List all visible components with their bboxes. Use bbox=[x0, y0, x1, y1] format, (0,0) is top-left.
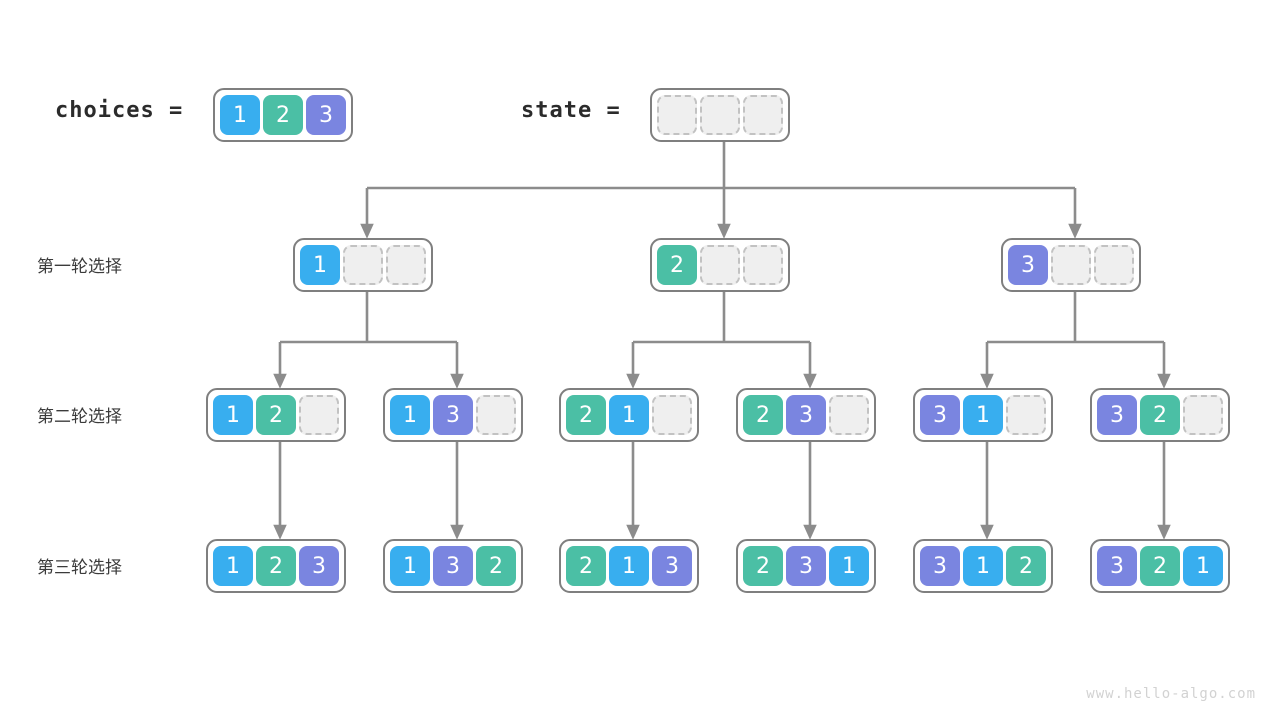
state-cell-2-empty bbox=[700, 95, 740, 135]
level2-node-4-cell-1-value-2: 2 bbox=[743, 395, 783, 435]
row-label-round-3: 第三轮选择 bbox=[37, 558, 122, 578]
level1-node-1-cell-1-value-1: 1 bbox=[300, 245, 340, 285]
choices-cell-3-value-3: 3 bbox=[306, 95, 346, 135]
level1-node-3-cell-2-empty bbox=[1051, 245, 1091, 285]
state-cell-3-empty bbox=[743, 95, 783, 135]
row-label-round-2: 第二轮选择 bbox=[37, 407, 122, 427]
level3-node-5-cell-1-value-3: 3 bbox=[920, 546, 960, 586]
state-label: state = bbox=[521, 98, 621, 123]
level2-node-4-cell-2-value-3: 3 bbox=[786, 395, 826, 435]
level3-node-6-cell-2-value-2: 2 bbox=[1140, 546, 1180, 586]
level3-node-3-cell-2-value-1: 1 bbox=[609, 546, 649, 586]
level2-node-6-cell-3-empty bbox=[1183, 395, 1223, 435]
choices-cell-1-value-1: 1 bbox=[220, 95, 260, 135]
level1-node-3-cell-1-value-3: 3 bbox=[1008, 245, 1048, 285]
level3-node-4-cell-1-value-2: 2 bbox=[743, 546, 783, 586]
level1-node-3: 3 bbox=[1001, 238, 1141, 292]
level2-node-5-cell-1-value-3: 3 bbox=[920, 395, 960, 435]
choices-cell-2-value-2: 2 bbox=[263, 95, 303, 135]
level2-node-3-cell-3-empty bbox=[652, 395, 692, 435]
level2-node-2-cell-3-empty bbox=[476, 395, 516, 435]
level3-node-4-cell-2-value-3: 3 bbox=[786, 546, 826, 586]
level2-node-4-cell-3-empty bbox=[829, 395, 869, 435]
level1-node-1: 1 bbox=[293, 238, 433, 292]
level3-node-1-cell-3-value-3: 3 bbox=[299, 546, 339, 586]
watermark: www.hello-algo.com bbox=[1086, 686, 1256, 702]
level3-node-5-cell-2-value-1: 1 bbox=[963, 546, 1003, 586]
level2-node-5-cell-2-value-1: 1 bbox=[963, 395, 1003, 435]
level2-node-6-cell-1-value-3: 3 bbox=[1097, 395, 1137, 435]
level1-node-2: 2 bbox=[650, 238, 790, 292]
level2-node-2-cell-1-value-1: 1 bbox=[390, 395, 430, 435]
level2-node-6-cell-2-value-2: 2 bbox=[1140, 395, 1180, 435]
level3-node-2-cell-2-value-3: 3 bbox=[433, 546, 473, 586]
level2-node-1-cell-3-empty bbox=[299, 395, 339, 435]
level3-node-6-cell-1-value-3: 3 bbox=[1097, 546, 1137, 586]
level1-node-1-cell-2-empty bbox=[343, 245, 383, 285]
level2-node-3-cell-2-value-1: 1 bbox=[609, 395, 649, 435]
level2-node-3-cell-1-value-2: 2 bbox=[566, 395, 606, 435]
level1-node-2-cell-1-value-2: 2 bbox=[657, 245, 697, 285]
level3-node-2-cell-1-value-1: 1 bbox=[390, 546, 430, 586]
state-cell-1-empty bbox=[657, 95, 697, 135]
level3-node-5-cell-3-value-2: 2 bbox=[1006, 546, 1046, 586]
level3-node-3-cell-3-value-3: 3 bbox=[652, 546, 692, 586]
level1-node-3-cell-3-empty bbox=[1094, 245, 1134, 285]
level2-node-5-cell-3-empty bbox=[1006, 395, 1046, 435]
state-array bbox=[650, 88, 790, 142]
level1-node-2-cell-3-empty bbox=[743, 245, 783, 285]
row-label-round-1: 第一轮选择 bbox=[37, 257, 122, 277]
level2-node-2-cell-2-value-3: 3 bbox=[433, 395, 473, 435]
level2-node-1-cell-1-value-1: 1 bbox=[213, 395, 253, 435]
level1-node-2-cell-2-empty bbox=[700, 245, 740, 285]
level3-node-2-cell-3-value-2: 2 bbox=[476, 546, 516, 586]
level1-node-1-cell-3-empty bbox=[386, 245, 426, 285]
level3-node-6-cell-3-value-1: 1 bbox=[1183, 546, 1223, 586]
choices-label: choices = bbox=[55, 98, 184, 123]
level3-node-3-cell-1-value-2: 2 bbox=[566, 546, 606, 586]
level3-node-1-cell-1-value-1: 1 bbox=[213, 546, 253, 586]
level3-node-1-cell-2-value-2: 2 bbox=[256, 546, 296, 586]
level3-node-4-cell-3-value-1: 1 bbox=[829, 546, 869, 586]
level2-node-1-cell-2-value-2: 2 bbox=[256, 395, 296, 435]
